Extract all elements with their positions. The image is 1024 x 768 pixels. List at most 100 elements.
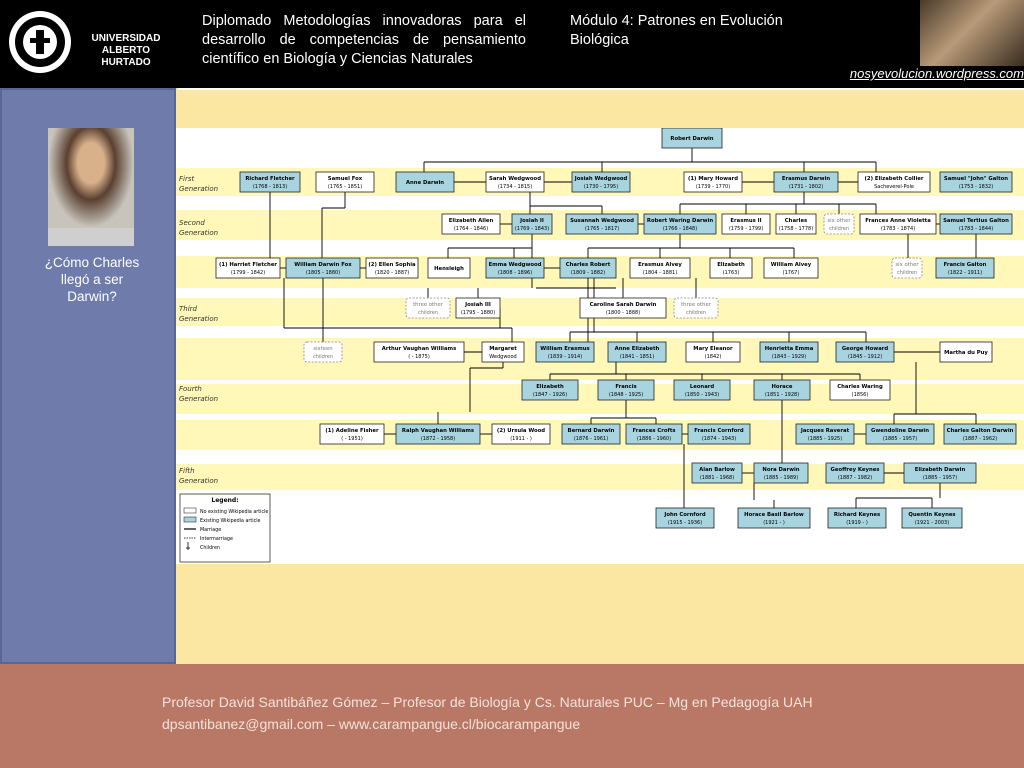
person-josiah-iii: Josiah III(1795 - 1880) — [455, 297, 501, 319]
person-richard-fletcher: Richard Fletcher(1768 - 1813) — [239, 171, 301, 193]
person-dates: Sacheverel-Pole — [874, 184, 914, 190]
person-name: Martha du Puy — [944, 350, 988, 356]
person-dates: children — [686, 310, 706, 316]
person-richard-keynes: Richard Keynes(1919 - ) — [827, 507, 887, 529]
person-name: Erasmus Darwin — [782, 176, 831, 182]
person-name: William Alvey — [771, 262, 812, 268]
person-dates: (1850 - 1943) — [685, 392, 719, 398]
person-name: (2) Ursula Wood — [497, 428, 545, 434]
person-dates: (1765 - 1851) — [328, 184, 362, 190]
person-dates: (1848 - 1925) — [609, 392, 643, 398]
person-erasmus-ii: Erasmus II(1759 - 1799) — [721, 213, 771, 235]
person-name: Elizabeth Allen — [449, 218, 494, 224]
person-erasmus-darwin: Erasmus Darwin (1731 - 1802) — [773, 171, 839, 193]
person-gwendoline-darwin: Gwendoline Darwin(1885 - 1957) — [865, 423, 935, 445]
person-name: Elizabeth Darwin — [915, 467, 966, 473]
person-john-cornford: John Cornford(1915 - 1936) — [655, 507, 715, 529]
university-seal-logo — [9, 11, 71, 73]
person-dates: Wedgwood — [489, 354, 516, 360]
person-adeline-fisher: (1) Adeline Fisher( - 1951) — [319, 423, 385, 445]
course-title: Diplomado Metodologías innovadoras para … — [202, 13, 526, 67]
footer-bar: Profesor David Santibáñez Gómez – Profes… — [0, 664, 1024, 768]
person-name: Francis Cornford — [694, 428, 744, 434]
person-william-alvey: William Alvey(1767) — [763, 257, 819, 279]
person-elizabeth-1763: Elizabeth(1763) — [709, 257, 753, 279]
person-name: (2) Ellen Sophia — [368, 262, 416, 268]
person-henrietta-emma: Henrietta Emma (1843 - 1929) — [759, 341, 819, 363]
person-name: Charles — [785, 218, 807, 224]
legend: Legend:No existing Wikipedia articleExis… — [179, 493, 271, 563]
legend-item: Children — [200, 545, 220, 551]
person-name: Frances Anne Violetta — [865, 218, 931, 224]
person-dates: (1805 - 1880) — [306, 270, 340, 276]
person-dates: (1921 - ) — [763, 520, 785, 526]
person-samuel-fox: Samuel Fox(1765 - 1851) — [315, 171, 375, 193]
person-dates: (1887 - 1982) — [838, 475, 872, 481]
person-dates: (1809 - 1882) — [571, 270, 605, 276]
person-dates: (1822 - 1911) — [948, 270, 982, 276]
person-jacques-raverat: Jacques Raverat(1885 - 1925) — [795, 423, 855, 445]
person-name: Sarah Wedgwood — [489, 176, 541, 182]
darwin-old-portrait — [920, 0, 1024, 66]
person-name: Erasmus Alvey — [638, 262, 682, 268]
person-leonard: Leonard(1850 - 1943) — [673, 379, 731, 401]
person-name: (1) Harriet Fletcher — [219, 262, 277, 268]
person-dates: (1734 - 1815) — [498, 184, 532, 190]
sidebar-question: ¿Cómo Charles llegó a ser Darwin? — [44, 255, 140, 304]
person-name: Frances Crofts — [632, 428, 675, 434]
person-name: Erasmus II — [730, 218, 761, 224]
person-name: Charles Robert — [566, 262, 611, 268]
person-name: Josiah III — [464, 302, 491, 308]
person-dates: (1731 - 1802) — [789, 184, 823, 190]
person-dates: (1820 - 1887) — [375, 270, 409, 276]
blog-link[interactable]: nosyevolucion.wordpress.com — [849, 66, 1024, 81]
person-name: Henrietta Emma — [765, 346, 814, 352]
legend-item: No existing Wikipedia article — [200, 509, 268, 515]
person-elizabeth-darwin: Elizabeth Darwin(1885 - 1957) — [903, 462, 977, 484]
person-name: Quentin Keynes — [908, 512, 955, 518]
person-name: Arthur Vaughan Williams — [382, 346, 457, 352]
person-arthur-vaughan-williams: Arthur Vaughan Williams ( - 1875) — [373, 341, 465, 363]
person-dates: (1851 - 1928) — [765, 392, 799, 398]
person-name: Jacques Raverat — [800, 428, 850, 434]
person-name: Hensleigh — [434, 266, 464, 272]
person-samuel-tertius-galton: Samuel Tertius Galton(1783 - 1844) — [939, 213, 1013, 235]
person-dates: (1766 - 1848) — [663, 226, 697, 232]
person-name: Ralph Vaughan Williams — [402, 428, 474, 434]
person-dates: (1876 - 1961) — [574, 436, 608, 442]
person-dates: (1764 - 1846) — [454, 226, 488, 232]
person-charles-waring: Charles Waring(1856) — [829, 379, 891, 401]
person-name: William Darwin Fox — [294, 262, 352, 268]
footer-credits: Profesor David Santibáñez Gómez – Profes… — [162, 694, 813, 710]
person-ursula-wood: (2) Ursula Wood (1911 - ) — [491, 423, 551, 445]
person-dates: (1872 - 1958) — [421, 436, 455, 442]
person-dates: (1842) — [705, 354, 722, 360]
person-charles-galton-darwin: Charles Galton Darwin(1887 - 1962) — [943, 423, 1017, 445]
person-josiah-wedgwood: Josiah Wedgwood(1730 - 1795) — [571, 171, 631, 193]
person-quentin-keynes: Quentin Keynes(1921 - 2003) — [901, 507, 963, 529]
person-name: Mary Eleanor — [693, 346, 733, 352]
person-dates: (1911 - ) — [510, 436, 532, 442]
person-name: Robert Waring Darwin — [647, 218, 713, 224]
person-hensleigh: Hensleigh — [427, 257, 471, 279]
person-dates: ( - 1875) — [408, 354, 430, 360]
person-dates: (1843 - 1929) — [772, 354, 806, 360]
person-dates: (1758 - 1778) — [779, 226, 813, 232]
person-dates: ( - 1951) — [341, 436, 363, 442]
legend-item: Marriage — [200, 527, 221, 533]
person-dates: (1804 - 1881) — [643, 270, 677, 276]
person-name: Samuel Tertius Galton — [943, 218, 1009, 224]
person-robert-darwin: Robert Darwin — [661, 128, 723, 149]
darwin-young-portrait — [48, 128, 134, 228]
person-erasmus-alvey: Erasmus Alvey (1804 - 1881) — [629, 257, 691, 279]
person-dates: (1915 - 1936) — [668, 520, 702, 526]
person-dates: (1800 - 1888) — [606, 310, 640, 316]
person-name: Horace Basil Barlow — [744, 512, 804, 518]
